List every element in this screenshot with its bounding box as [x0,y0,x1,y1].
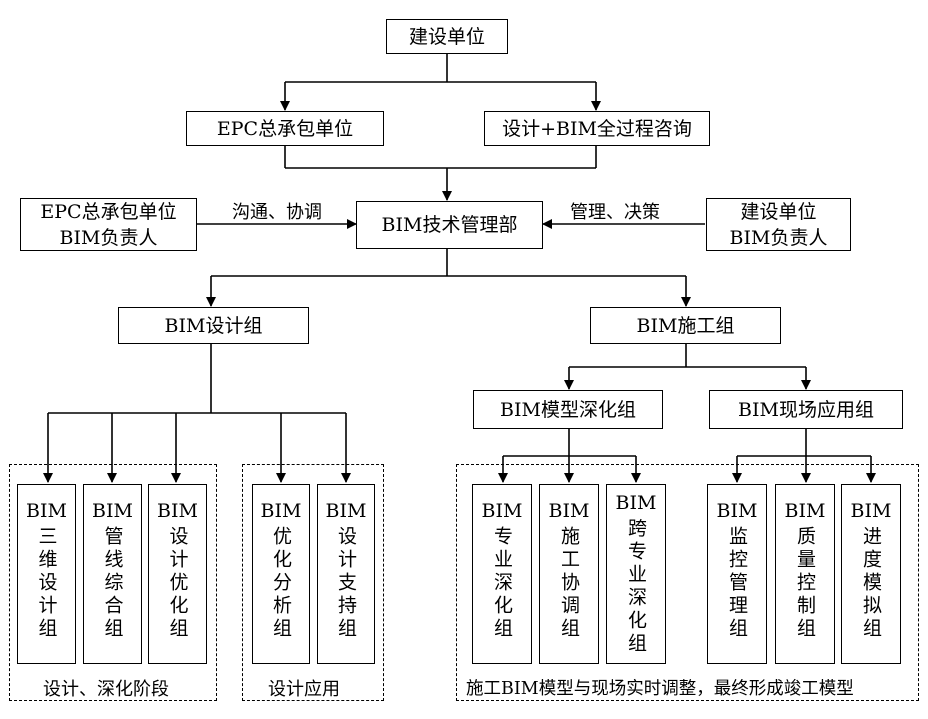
design-optimize-node: BIM 设计优化组 [148,484,207,664]
construction-coord-top: BIM [548,500,590,522]
owner-label: 建设单位 [408,25,485,48]
schedule-sim-chars: 进度模拟组 [860,526,882,641]
consultant-node: 设计+BIM全过程咨询 [484,111,710,146]
specialty-deepen-node: BIM 专业深化组 [472,484,532,664]
optimize-analysis-top: BIM [260,500,302,522]
cross-specialty-chars: 跨专业深化组 [625,518,647,656]
specialty-deepen-chars: 专业深化组 [491,526,513,641]
owner-bim-lead-node: 建设单位 BIM负责人 [706,198,851,251]
optimize-analysis-node: BIM 优化分析组 [252,484,310,664]
design-3d-top: BIM [26,500,67,522]
pipeline-chars: 管线综合组 [101,526,124,641]
design-3d-node: BIM 三维设计组 [17,484,76,664]
cross-specialty-node: BIM 跨专业深化组 [606,484,666,664]
design-stage-caption: 设计、深化阶段 [43,679,169,700]
design-3d-chars: 三维设计组 [35,526,58,641]
design-support-node: BIM 设计支持组 [317,484,375,664]
design-support-top: BIM [325,500,367,522]
epc-contractor-label: EPC总承包单位 [216,117,354,140]
design-optimize-top: BIM [157,500,198,522]
site-app-group-node: BIM现场应用组 [709,390,903,429]
design-group-node: BIM设计组 [118,307,309,344]
manage-label: 管理、决策 [570,202,660,223]
design-group-label: BIM设计组 [164,314,263,337]
monitor-mgmt-top: BIM [716,500,758,522]
construction-coord-node: BIM 施工协调组 [539,484,599,664]
quality-control-top: BIM [784,500,826,522]
consultant-label: 设计+BIM全过程咨询 [502,117,692,140]
site-app-group-label: BIM现场应用组 [738,398,874,421]
epc-bim-lead-line1: EPC总承包单位 [40,200,177,223]
epc-contractor-node: EPC总承包单位 [186,111,384,146]
epc-bim-lead-line2: BIM负责人 [59,226,158,249]
design-application-container [242,464,384,701]
bim-tech-dept-node: BIM技术管理部 [356,201,543,249]
pipeline-node: BIM 管线综合组 [83,484,142,664]
design-application-caption: 设计应用 [268,679,340,700]
model-deepen-group-label: BIM模型深化组 [500,398,636,421]
model-deepen-group-node: BIM模型深化组 [473,390,663,429]
quality-control-chars: 质量控制组 [794,526,816,641]
owner-bim-lead-line1: 建设单位 [740,200,817,223]
design-support-chars: 设计支持组 [335,526,357,641]
cross-specialty-top: BIM [615,492,657,514]
schedule-sim-node: BIM 进度模拟组 [841,484,901,664]
optimize-analysis-chars: 优化分析组 [270,526,292,641]
design-optimize-chars: 设计优化组 [166,526,189,641]
pipeline-top: BIM [92,500,133,522]
owner-node: 建设单位 [386,19,508,54]
quality-control-node: BIM 质量控制组 [775,484,835,664]
construction-coord-chars: 施工协调组 [558,526,580,641]
construction-group-label: BIM施工组 [636,314,735,337]
design-stage-container [9,464,217,701]
schedule-sim-top: BIM [850,500,892,522]
specialty-deepen-top: BIM [481,500,523,522]
monitor-mgmt-node: BIM 监控管理组 [707,484,767,664]
construction-caption: 施工BIM模型与现场实时调整，最终形成竣工模型 [466,679,854,699]
construction-group-node: BIM施工组 [590,307,781,344]
epc-bim-lead-node: EPC总承包单位 BIM负责人 [20,198,197,251]
owner-bim-lead-line2: BIM负责人 [729,226,828,249]
construction-container [456,464,919,701]
bim-tech-dept-label: BIM技术管理部 [381,214,518,236]
monitor-mgmt-chars: 监控管理组 [726,526,748,641]
communicate-label: 沟通、协调 [232,202,322,223]
